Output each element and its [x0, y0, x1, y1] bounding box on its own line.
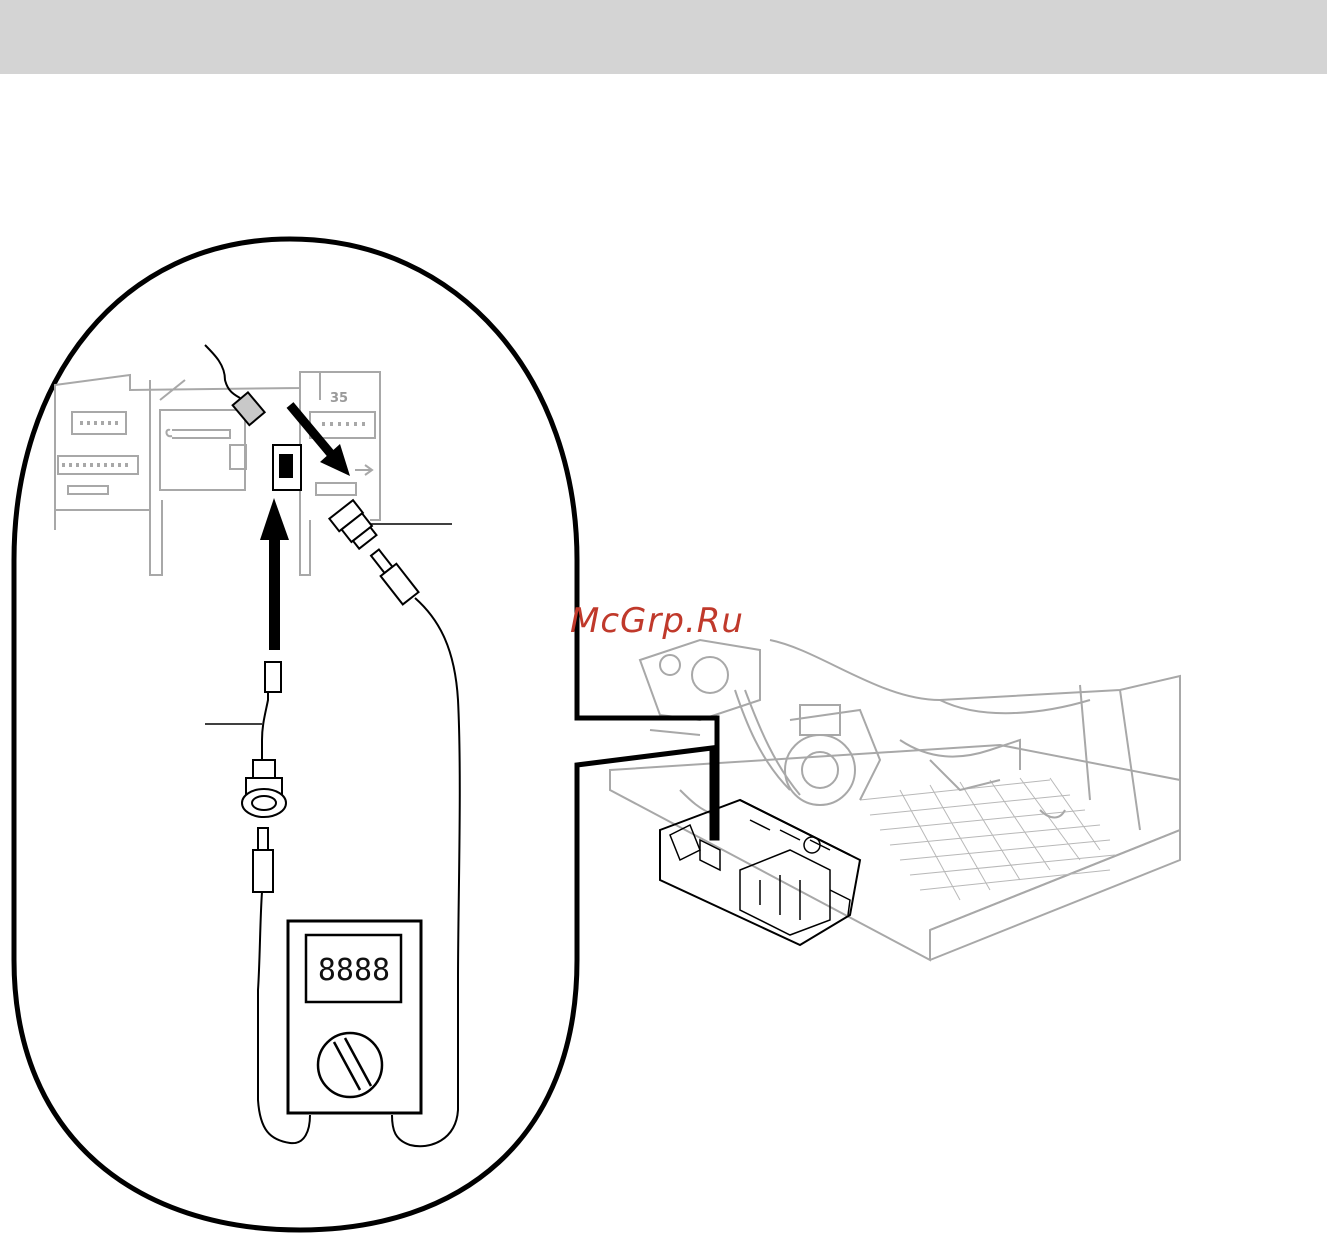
watermark: McGrp.Ru: [570, 601, 744, 641]
board-connector-number: 35: [330, 391, 348, 406]
control-box: [660, 800, 860, 945]
boiler-illustration: [610, 640, 1180, 960]
multimeter: 8888: [288, 921, 421, 1113]
arrow-insert-up: [260, 498, 289, 650]
multimeter-display: 8888: [318, 953, 390, 988]
